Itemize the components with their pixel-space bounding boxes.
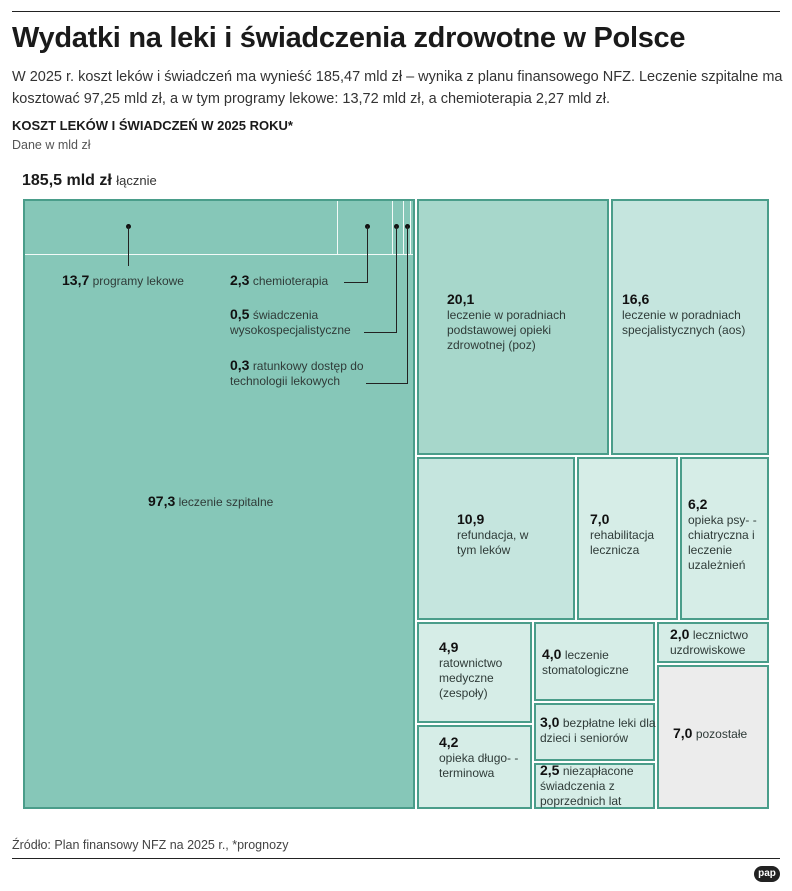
sub-leader-v-wysokospec — [396, 226, 397, 332]
tile-label-pozostale: 7,0 pozostałe — [673, 726, 773, 742]
sub-strip-divider-3 — [410, 201, 411, 254]
page-title: Wydatki na leki i świadczenia zdrowotne … — [12, 22, 686, 54]
tile-text-psych: opieka psy- -chiatryczna i leczenie uzal… — [688, 513, 757, 572]
tile-label-uzdrow: 2,0 lecznictwo uzdrowiskowe — [670, 627, 766, 658]
tile-value-aos: 16,6 — [622, 291, 650, 307]
tile-text-ratown: ratownictwo medyczne (zespoły) — [439, 656, 503, 700]
tile-text-refundacja: refundacja, w tym leków — [457, 528, 529, 557]
treemap-tile-aos — [611, 199, 769, 455]
tile-value-stomat: 4,0 — [542, 646, 562, 662]
total-suffix: łącznie — [116, 173, 157, 188]
chart-subheading: KOSZT LEKÓW I ŚWIADCZEŃ W 2025 ROKU* — [12, 118, 293, 133]
sub-leader-v-ratunkowy — [407, 226, 408, 383]
tile-label-stomat: 4,0 leczenie stomatologiczne — [542, 647, 652, 678]
sub-text-chemio: chemioterapia — [252, 274, 329, 288]
bottom-rule — [12, 858, 780, 859]
tile-label-bezplatne: 3,0 bezpłatne leki dla dzieci i seniorów — [540, 715, 658, 746]
tile-value-uzdrow: 2,0 — [670, 626, 690, 642]
source-note: Źródło: Plan finansowy NFZ na 2025 r., *… — [12, 838, 289, 852]
tile-label-szpital: 97,3 leczenie szpitalne — [148, 494, 348, 510]
tile-value-refundacja: 10,9 — [457, 511, 485, 527]
sub-value-chemio: 2,3 — [230, 272, 250, 288]
sub-label-ratunkowy: 0,3 ratunkowy dostęp do technologii leko… — [230, 358, 380, 389]
sub-text-wysokospec: świadczenia wysokospecjalistyczne — [230, 308, 351, 337]
sub-value-ratunkowy: 0,3 — [230, 357, 250, 373]
sub-label-chemio: 2,3 chemioterapia — [230, 273, 380, 289]
tile-text-stomat: leczenie stomatologiczne — [542, 648, 629, 677]
tile-text-poz: leczenie w poradniach podstawowej opieki… — [447, 308, 566, 352]
tile-label-niezaplacone: 2,5 niezapłacone świadczenia z poprzedni… — [540, 763, 658, 809]
tile-text-pozostale: pozostałe — [695, 727, 748, 741]
tile-value-niezaplacone: 2,5 — [540, 762, 560, 778]
tile-text-dlugo: opieka długo- -terminowa — [439, 751, 519, 780]
tile-value-poz: 20,1 — [447, 291, 475, 307]
treemap-tile-ratown — [417, 622, 532, 723]
sub-value-programy: 13,7 — [62, 272, 90, 288]
tile-text-uzdrow: lecznictwo uzdrowiskowe — [670, 628, 749, 657]
sub-label-programy: 13,7 programy lekowe — [62, 273, 212, 289]
tile-text-niezaplacone: niezapłacone świadczenia z poprzednich l… — [540, 764, 634, 808]
sub-leader-v-chemio — [367, 226, 368, 282]
sub-strip-divider-0 — [337, 201, 338, 254]
sub-label-wysokospec: 0,5 świadczenia wysokospecjalistyczne — [230, 307, 370, 338]
treemap-tile-niezaplacone — [534, 763, 655, 809]
sub-leader-h-ratunkowy — [366, 383, 408, 384]
top-rule — [12, 11, 780, 12]
treemap-tile-refundacja — [417, 457, 575, 620]
tile-text-rehab: rehabilitacja lecznicza — [590, 528, 655, 557]
treemap-tile-pozostale — [657, 665, 769, 809]
treemap-tile-dlugo — [417, 725, 532, 809]
treemap-tile-bezplatne — [534, 703, 655, 761]
tile-value-pozostale: 7,0 — [673, 725, 693, 741]
tile-text-bezplatne: bezpłatne leki dla dzieci i seniorów — [540, 716, 656, 745]
sub-text-programy: programy lekowe — [92, 274, 184, 288]
sub-strip-divider-1 — [392, 201, 393, 254]
sub-leader-h-wysokospec — [364, 332, 397, 333]
sub-value-wysokospec: 0,5 — [230, 306, 250, 322]
tile-value-rehab: 7,0 — [590, 511, 610, 527]
tile-value-bezplatne: 3,0 — [540, 714, 560, 730]
treemap-tile-psych — [680, 457, 769, 620]
pap-logo: pap — [754, 866, 780, 882]
treemap-tile-stomat — [534, 622, 655, 701]
tile-text-szpital: leczenie szpitalne — [178, 495, 274, 509]
total-value: 185,5 mld zł — [22, 172, 112, 189]
treemap-tile-szpital — [23, 199, 415, 809]
tile-text-aos: leczenie w poradniach specjalistycznych … — [622, 308, 746, 337]
sub-text-ratunkowy: ratunkowy dostęp do technologii lekowych — [230, 359, 364, 388]
tile-value-ratown: 4,9 — [439, 639, 459, 655]
sub-strip-divider-2 — [403, 201, 404, 254]
treemap-tile-poz — [417, 199, 609, 455]
lead-text: W 2025 r. koszt leków i świadczeń ma wyn… — [12, 69, 783, 107]
total-label: 185,5 mld zł łącznie — [22, 172, 157, 190]
tile-value-psych: 6,2 — [688, 496, 708, 512]
sub-leader-v-programy — [128, 226, 129, 266]
tile-value-szpital: 97,3 — [148, 493, 176, 509]
sub-leader-h-chemio — [344, 282, 368, 283]
tile-value-dlugo: 4,2 — [439, 734, 459, 750]
treemap-tile-uzdrow — [657, 622, 769, 663]
sub-strip-divider — [25, 254, 413, 255]
treemap-tile-rehab — [577, 457, 678, 620]
units-note: Dane w mld zł — [12, 138, 91, 152]
